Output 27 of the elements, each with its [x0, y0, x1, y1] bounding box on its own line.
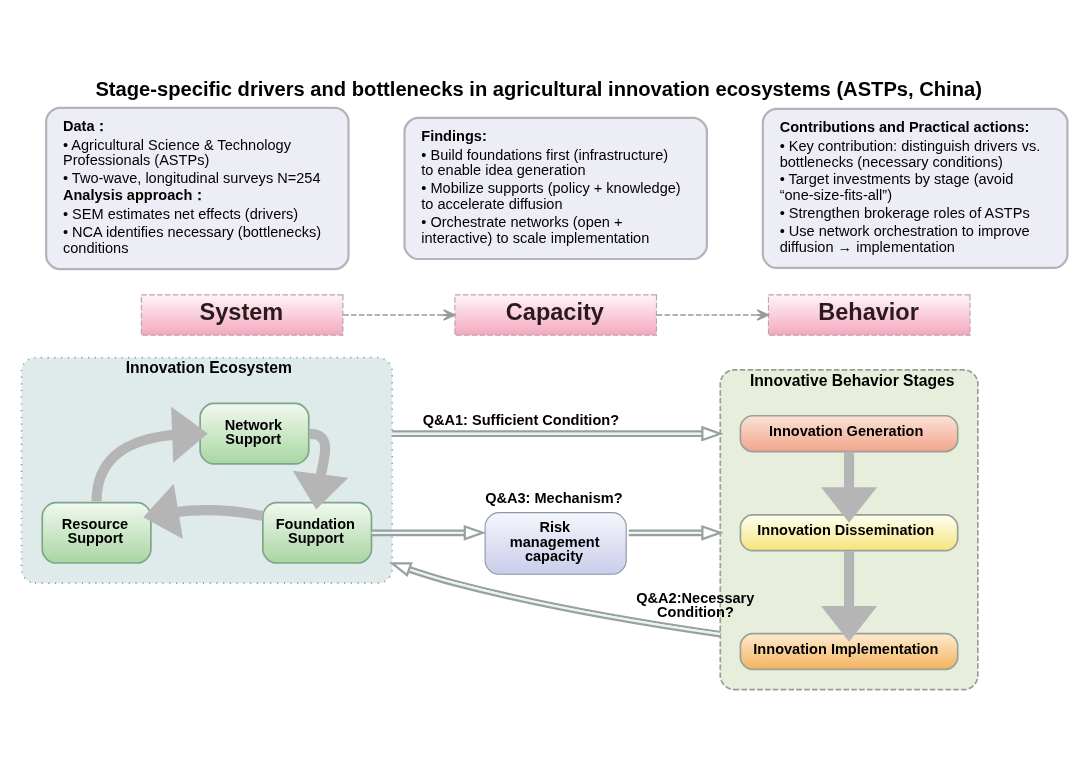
arrow	[91, 406, 208, 502]
node-box: Network Support	[199, 402, 310, 465]
diagram-title: Stage-specific drivers and bottlenecks in agricultural innovation ecosystems (ASTPs, China)	[95, 77, 982, 100]
node-box: Innovation Implementation	[739, 632, 959, 670]
node-box: System	[140, 293, 344, 336]
arrow	[392, 425, 724, 442]
arrow	[821, 451, 878, 523]
edge-label: Q&A2:Necessary Condition?	[636, 589, 755, 620]
node-box: Data： • Agricultural Science & Technology Professionals (ASTPs) • Two-wave, longitudinal surveys N=254 Analysis approach： • SEM estimates net effects (drivers) • NCA identifies necessary (bottlenecks) conditions	[45, 106, 350, 270]
node-box: Innovation Generation	[739, 414, 959, 452]
arrow	[656, 308, 770, 321]
arrow	[342, 308, 456, 321]
arrow	[371, 524, 487, 541]
node-box: Findings: • Build foundations first (infrastructure) to enable idea generation • Mobilize supports (policy + knowledge) to accelerate diffusion • Orchestrate networks (open + interactive) to scale implementation	[403, 116, 708, 260]
node-label: Q&A3: Mechanism?	[485, 489, 623, 506]
node-box: Innovation Dissemination	[739, 513, 959, 552]
arrow	[821, 550, 878, 642]
arrow	[628, 524, 724, 541]
arrow	[143, 483, 264, 539]
node-box: Resource Support	[41, 501, 152, 564]
node-box: Contributions and Practical actions: • Key contribution: distinguish drivers vs. bottlenecks (necessary conditions) • Target investments by stage (avoid “one-size-fits-all”) • Strengthen brokerage roles of ASTPs • Use network orchestration to improve diffusion → implementation	[761, 107, 1069, 269]
edge-label: Q&A1: Sufficient Condition?	[422, 411, 620, 428]
node-box: Capacity	[454, 293, 657, 336]
node-box: Foundation Support	[262, 501, 373, 564]
arrow	[292, 428, 349, 510]
arrow	[389, 561, 721, 638]
node-box: Behavior	[767, 293, 971, 336]
